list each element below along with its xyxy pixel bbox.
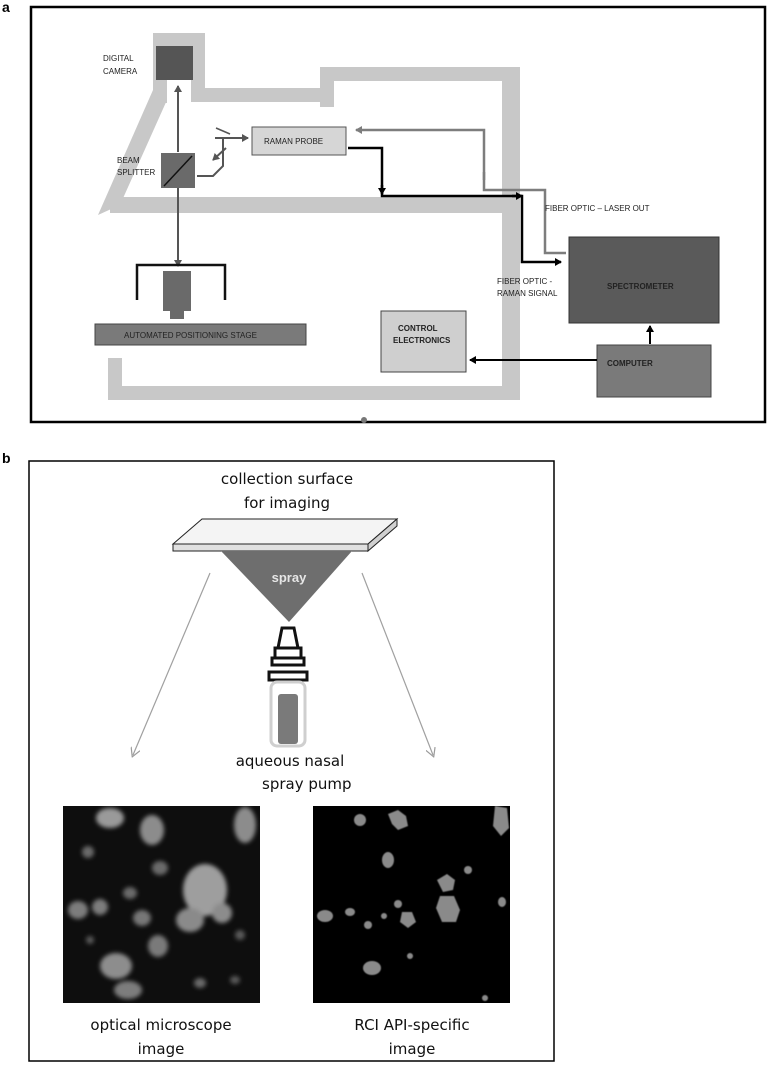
- raman-probe-box: [251, 126, 347, 156]
- spray-cone: [221, 551, 352, 622]
- raman-probe-label: RAMAN PROBE: [264, 137, 323, 146]
- objective-body: [163, 271, 191, 311]
- spectrometer-box: [568, 236, 720, 324]
- zigzag-small: [215, 127, 231, 135]
- fiber-raman-label-1: FIBER OPTIC -: [497, 277, 552, 286]
- beam-splitter-label-1: BEAM: [117, 156, 140, 165]
- panel-b-letter: b: [2, 450, 11, 466]
- optical-caption-2: image: [138, 1040, 185, 1058]
- spectrometer-label: SPECTROMETER: [607, 282, 674, 291]
- beam-splitter-label-2: SPLITTER: [117, 168, 155, 177]
- positioning-stage-label: AUTOMATED POSITIONING STAGE: [124, 331, 257, 340]
- fiber-raman-label-2: RAMAN SIGNAL: [497, 289, 558, 298]
- arrow-to-optical: [133, 572, 211, 755]
- pump-label-1: aqueous nasal: [236, 752, 345, 770]
- collection-surface-label-2: for imaging: [244, 494, 330, 512]
- digital-camera-box: [156, 46, 193, 80]
- housing-tubes: [98, 33, 520, 400]
- rci-api-specific-image: [313, 806, 510, 1003]
- collection-surface-slab: [171, 517, 399, 553]
- control-electronics-box: [380, 310, 467, 373]
- computer-box: [596, 344, 712, 398]
- probe-bs-arrow: [212, 147, 227, 161]
- laser-out-path: [355, 126, 566, 255]
- frame-dot: [361, 417, 367, 423]
- arrow-to-rci: [361, 572, 433, 755]
- rci-caption-2: image: [389, 1040, 436, 1058]
- spray-label: spray: [272, 570, 307, 585]
- fiber-laser-out-label: FIBER OPTIC – LASER OUT: [545, 204, 650, 213]
- positioning-stage-bar: [94, 323, 307, 346]
- pump-label-2: spray pump: [262, 775, 352, 793]
- raman-signal-path: [348, 146, 562, 266]
- digital-camera-label-2: CAMERA: [103, 67, 138, 76]
- optical-microscope-image: [63, 806, 260, 1003]
- panel-a-letter: a: [2, 0, 10, 15]
- control-electronics-label-1: CONTROL: [398, 324, 438, 333]
- beam-splitter-mirror: [163, 155, 193, 187]
- control-electronics-label-2: ELECTRONICS: [393, 336, 451, 345]
- digital-camera-label-1: DIGITAL: [103, 54, 134, 63]
- rci-caption-1: RCI API-specific: [354, 1016, 469, 1034]
- computer-label: COMPUTER: [607, 359, 653, 368]
- spray-pump: [267, 626, 309, 748]
- collection-surface-label-1: collection surface: [221, 470, 353, 488]
- optical-caption-1: optical microscope: [90, 1016, 231, 1034]
- stage-frame: [135, 263, 227, 300]
- objective-tip: [170, 311, 184, 319]
